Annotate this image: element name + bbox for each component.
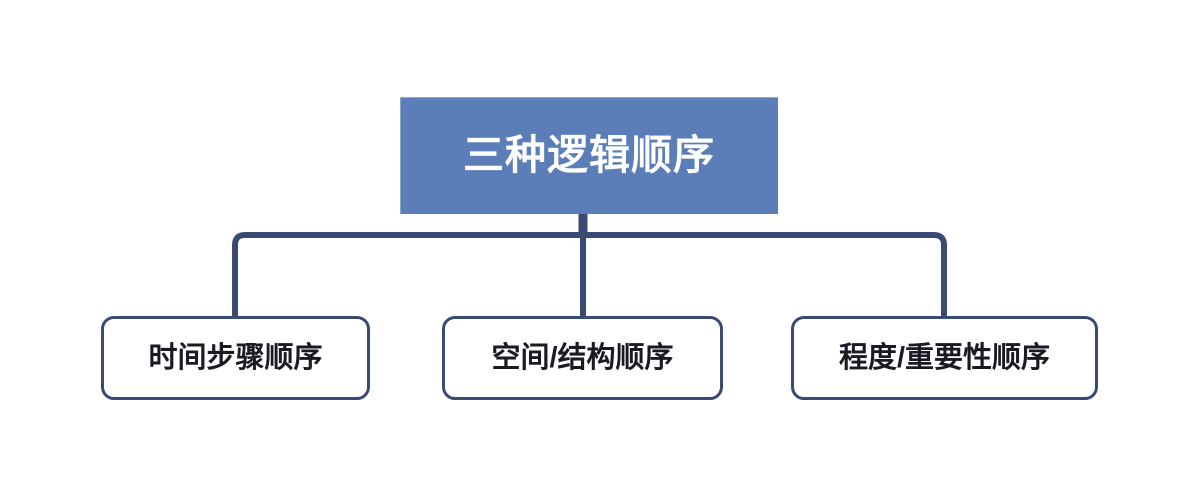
child-node-label: 程度/重要性顺序 (838, 341, 1051, 374)
connector-bus-right (583, 232, 947, 316)
child-node-degree-importance[interactable]: 程度/重要性顺序 (791, 316, 1098, 400)
child-node-label: 时间步骤顺序 (148, 341, 323, 374)
root-node-label: 三种逻辑顺序 (463, 132, 715, 178)
child-node-label: 空间/结构顺序 (491, 341, 674, 374)
root-node[interactable]: 三种逻辑顺序 (400, 97, 778, 214)
child-node-time-sequence[interactable]: 时间步骤顺序 (101, 316, 370, 400)
connector-bus-left (232, 232, 583, 316)
child-node-space-structure[interactable]: 空间/结构顺序 (442, 316, 723, 400)
